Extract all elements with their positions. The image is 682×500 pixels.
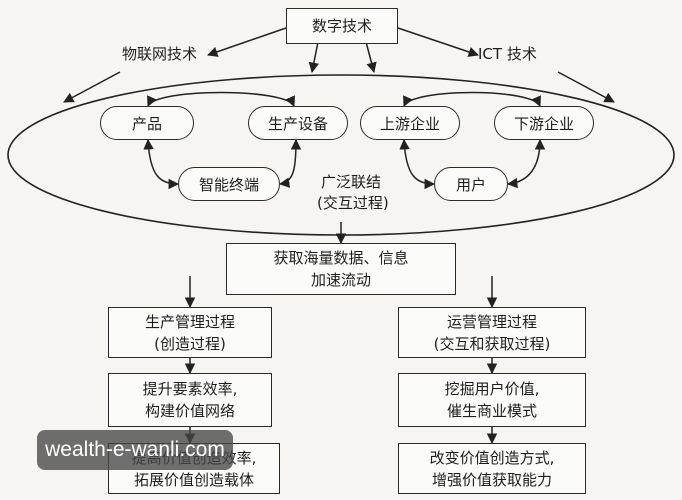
factor-efficiency-box: 提升要素效率, 构建价值网络 xyxy=(108,373,272,427)
digital-tech-label: 数字技术 xyxy=(311,17,372,35)
operations-process-line2: (交互和获取过程) xyxy=(433,334,551,353)
node-terminal-label: 智能终端 xyxy=(198,175,259,194)
connection-title: 广泛联结 xyxy=(321,173,382,191)
value-creation-line2: 拓展价值创造载体 xyxy=(133,470,254,489)
value-capture-line2: 增强价值获取能力 xyxy=(431,470,552,489)
data-flow-line1: 获取海量数据、信息 xyxy=(273,249,409,267)
digital-tech-box: 数字技术 xyxy=(286,8,398,44)
node-downstream: 下游企业 xyxy=(494,106,594,140)
factor-efficiency-line2: 构建价值网络 xyxy=(144,402,235,420)
arrow-top-right xyxy=(365,41,377,74)
arc-terminal-equipment xyxy=(278,138,302,188)
arc-upstream-downstream xyxy=(403,91,541,107)
user-value-line1: 挖掘用户价值, xyxy=(444,380,540,398)
operations-process-line1: 运营管理过程 xyxy=(446,312,537,331)
node-upstream: 上游企业 xyxy=(360,106,460,140)
arc-upstream-user xyxy=(399,138,436,190)
node-equipment-label: 生产设备 xyxy=(267,114,328,133)
watermark-badge: wealth-e-wanli.com xyxy=(37,430,233,470)
user-value-line2: 催生商业模式 xyxy=(446,402,537,420)
data-flow-line2: 加速流动 xyxy=(310,271,371,289)
iot-tech-label: 物联网技术 xyxy=(122,45,198,63)
arrow-ict-to-ellipse xyxy=(557,71,615,103)
arrow-top-left xyxy=(308,41,320,74)
user-value-box: 挖掘用户价值, 催生商业模式 xyxy=(398,373,586,427)
arrow-to-iot xyxy=(207,27,287,57)
arc-product-terminal xyxy=(143,138,180,190)
production-process-line1: 生产管理过程 xyxy=(144,312,235,331)
arc-user-downstream xyxy=(506,138,546,189)
arc-product-equipment xyxy=(147,91,295,107)
node-upstream-label: 上游企业 xyxy=(379,114,440,133)
connection-subtitle: (交互过程) xyxy=(317,194,389,212)
data-flow-box: 获取海量数据、信息 加速流动 xyxy=(226,243,456,295)
node-downstream-label: 下游企业 xyxy=(513,114,574,133)
value-capture-box: 改变价值创造方式, 增强价值获取能力 xyxy=(398,443,586,494)
node-product-label: 产品 xyxy=(131,114,162,133)
node-user-label: 用户 xyxy=(455,175,486,194)
factor-efficiency-line1: 提升要素效率, xyxy=(142,380,238,398)
arrow-to-ict xyxy=(397,27,479,57)
ict-tech-label: ICT 技术 xyxy=(478,45,537,63)
watermark-text: wealth-e-wanli.com xyxy=(45,438,225,461)
node-user: 用户 xyxy=(434,167,508,201)
node-product: 产品 xyxy=(100,106,194,140)
value-capture-line1: 改变价值创造方式, xyxy=(429,448,555,467)
arrow-iot-to-ellipse xyxy=(63,71,121,103)
operations-process-box: 运营管理过程 (交互和获取过程) xyxy=(398,307,586,358)
production-process-line2: (创造过程) xyxy=(154,334,226,353)
node-equipment: 生产设备 xyxy=(248,106,348,140)
node-terminal: 智能终端 xyxy=(178,167,280,201)
production-process-box: 生产管理过程 (创造过程) xyxy=(108,307,272,358)
